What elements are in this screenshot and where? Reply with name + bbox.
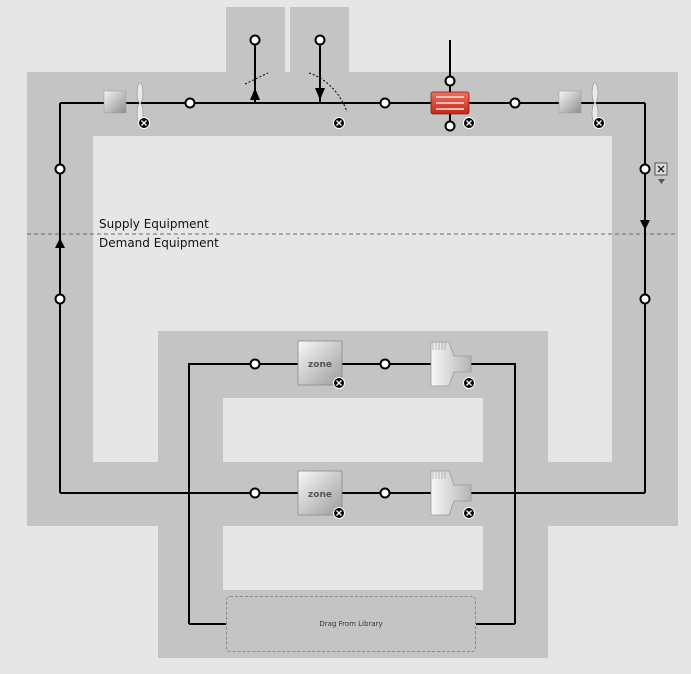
node-icon[interactable] (509, 97, 521, 109)
node-icon[interactable] (54, 293, 66, 305)
remove-icon[interactable] (593, 117, 605, 129)
remove-icon[interactable] (333, 377, 345, 389)
flow-arrow-down (315, 88, 325, 100)
thermal-zone-icon[interactable]: zone (297, 340, 343, 386)
demand-equipment-label: Demand Equipment (99, 236, 219, 250)
node-icon[interactable] (639, 163, 651, 175)
node-icon[interactable] (444, 120, 456, 132)
air-terminal-icon[interactable] (430, 470, 472, 516)
remove-icon[interactable] (463, 117, 475, 129)
remove-icon[interactable] (138, 117, 150, 129)
node-icon[interactable] (639, 293, 651, 305)
node-icon[interactable] (249, 358, 261, 370)
zone-label: zone (308, 490, 332, 500)
flow-arrow-up (250, 88, 260, 100)
dropzone-label: Drag From Library (319, 620, 383, 628)
node-icon[interactable] (249, 487, 261, 499)
node-icon[interactable] (314, 34, 326, 46)
node-icon[interactable] (54, 163, 66, 175)
remove-icon[interactable] (463, 507, 475, 519)
supply-equipment-label: Supply Equipment (99, 217, 209, 231)
node-icon[interactable] (184, 97, 196, 109)
band-holes (223, 398, 483, 590)
setpoint-manager-icon[interactable] (654, 162, 668, 184)
node-icon[interactable] (379, 487, 391, 499)
node-icon[interactable] (249, 34, 261, 46)
nodes (54, 34, 651, 499)
damper-icon[interactable] (308, 72, 348, 113)
zone-label: zone (308, 360, 332, 370)
flow-arrows (55, 88, 650, 248)
node-icon[interactable] (379, 97, 391, 109)
remove-icon[interactable] (463, 377, 475, 389)
drag-from-library-dropzone[interactable]: Drag From Library (226, 596, 476, 652)
flow-arrow-up (55, 238, 65, 248)
thermal-zone-icon[interactable]: zone (297, 470, 343, 516)
remove-badges (138, 117, 605, 519)
remove-icon[interactable] (333, 117, 345, 129)
node-icon[interactable] (379, 358, 391, 370)
damper-icon[interactable] (244, 72, 269, 85)
node-icon[interactable] (444, 75, 456, 87)
remove-icon[interactable] (333, 507, 345, 519)
air-terminal-icon[interactable] (430, 341, 472, 387)
demand-zone-band (158, 331, 548, 658)
flow-arrow-down (640, 220, 650, 230)
fan-icon[interactable] (103, 82, 144, 124)
